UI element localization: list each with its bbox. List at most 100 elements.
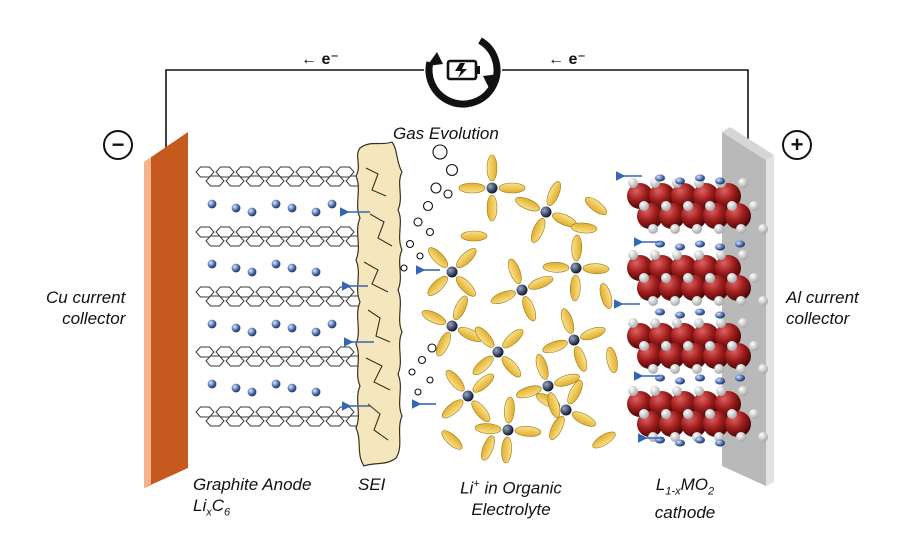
- graphite-anode-layers: [195, 166, 365, 427]
- cathode-label: L1-xMO2 cathode: [622, 474, 748, 523]
- solvated-li-ion: [474, 396, 542, 464]
- gas-bubble: [432, 144, 448, 160]
- positive-terminal-icon: +: [782, 130, 812, 160]
- li-ion-dot: [695, 174, 705, 182]
- gas-evolution-label: Gas Evolution: [393, 124, 499, 143]
- li-ion-text: Li: [460, 478, 474, 498]
- cu-collector-label-line1: Cu current: [46, 288, 126, 307]
- li-ion-dot: [311, 387, 321, 397]
- formula-1-x: 1-x: [665, 485, 681, 498]
- gas-bubble: [426, 376, 434, 384]
- charge-cycle-battery-icon: [425, 32, 501, 108]
- li-ion-dot: [735, 240, 745, 248]
- formula-li: Li: [193, 496, 207, 515]
- solvent-molecule: [606, 346, 618, 374]
- li-ion-dot: [675, 311, 685, 319]
- graphite-sheet: [195, 166, 365, 187]
- li-ion-charge: +: [473, 478, 480, 490]
- li-ion-dot: [715, 311, 725, 319]
- solvent-molecule: [441, 430, 463, 450]
- li-ion-dot: [675, 377, 685, 385]
- gas-bubble: [417, 355, 427, 365]
- li-ion-dot: [675, 177, 685, 185]
- cathode-label-line2: cathode: [654, 503, 716, 523]
- li-ion-dot: [247, 387, 257, 397]
- li-ion-dot: [327, 319, 337, 329]
- li-ion-dot: [231, 203, 241, 213]
- graphite-anode-formula: LixC6: [193, 495, 311, 523]
- li-ion-dot: [311, 207, 321, 217]
- gas-bubble: [443, 189, 453, 199]
- left-electron-flow: ← e⁻: [301, 51, 339, 68]
- formula-l: L: [655, 475, 666, 494]
- electrolyte-label-line2: Electrolyte: [471, 499, 551, 519]
- gas-bubble: [445, 163, 459, 177]
- li-ion-dot: [695, 374, 705, 382]
- li-ion-dot: [247, 327, 257, 337]
- cathode-oxide-layer: [627, 318, 768, 374]
- graphite-sheet: [195, 226, 365, 247]
- li-ion-dot: [695, 240, 705, 248]
- li-ion-dot: [735, 374, 745, 382]
- li-ion-dot: [231, 383, 241, 393]
- external-circuit-wire: [165, 69, 424, 148]
- solvated-li-ion: [421, 295, 483, 357]
- electrolyte-label-line1: Li+ in Organic: [441, 474, 581, 499]
- li-ion-dot: [271, 199, 281, 209]
- cathode-oxide-layer: [627, 250, 768, 306]
- cathode-layers: [627, 174, 768, 447]
- li-ion-dot: [271, 379, 281, 389]
- solvated-li-ion: [427, 247, 477, 297]
- li-ion-dot: [231, 323, 241, 333]
- external-circuit-wire-right: [502, 69, 749, 148]
- li-ion-dot: [311, 267, 321, 277]
- li-ion-dot: [247, 267, 257, 277]
- li-ion-dot: [207, 259, 217, 269]
- li-ion-dot: [715, 377, 725, 385]
- li-ion-dot: [675, 243, 685, 251]
- formula-2: 2: [708, 485, 715, 498]
- li-ion-dot: [675, 439, 685, 447]
- gas-bubble: [414, 388, 422, 396]
- gas-bubble: [408, 368, 416, 376]
- solvated-li-ion: [472, 326, 524, 378]
- formula-mo: MO: [680, 475, 708, 494]
- li-ion-dot: [715, 177, 725, 185]
- solvated-li-ion: [516, 354, 580, 418]
- lithium-flow-arrows: [340, 171, 664, 443]
- graphite-sheet: [195, 346, 365, 367]
- li-ion-dot: [271, 259, 281, 269]
- cathode-oxide-layer: [627, 386, 768, 442]
- li-ion-dot: [287, 323, 297, 333]
- electrolyte-molecules: [421, 154, 618, 464]
- cu-current-collector: [144, 132, 188, 488]
- li-ion-dot: [207, 319, 217, 329]
- cu-collector-label-line2: collector: [62, 309, 126, 328]
- solvated-li-ion: [490, 258, 554, 322]
- solvent-molecule: [570, 222, 598, 234]
- formula-6: 6: [224, 506, 231, 519]
- cu-collector-label: Cu current collector: [46, 287, 125, 329]
- graphite-sheet: [195, 286, 365, 307]
- solvated-li-ion: [542, 234, 610, 302]
- gas-bubble: [405, 239, 415, 249]
- right-electron-flow: ← e⁻: [548, 51, 586, 68]
- li-ion-dot: [655, 308, 665, 316]
- solvent-molecule: [460, 230, 488, 242]
- al-collector-label-line1: Al current: [786, 288, 859, 307]
- negative-terminal-icon: −: [103, 130, 133, 160]
- solvent-molecule: [481, 435, 495, 461]
- li-ion-dot: [327, 199, 337, 209]
- li-ion-dot: [715, 439, 725, 447]
- graphite-anode-label-line1: Graphite Anode: [193, 475, 312, 494]
- solvated-li-ion: [458, 154, 526, 222]
- gas-bubble: [425, 227, 435, 237]
- li-ion-dot: [287, 383, 297, 393]
- li-ion-dot: [311, 327, 321, 337]
- gas-bubble: [430, 182, 442, 194]
- li-ion-dot: [271, 319, 281, 329]
- gas-bubble: [400, 264, 408, 272]
- li-ion-dot: [287, 263, 297, 273]
- al-collector-label: Al current collector: [786, 287, 859, 329]
